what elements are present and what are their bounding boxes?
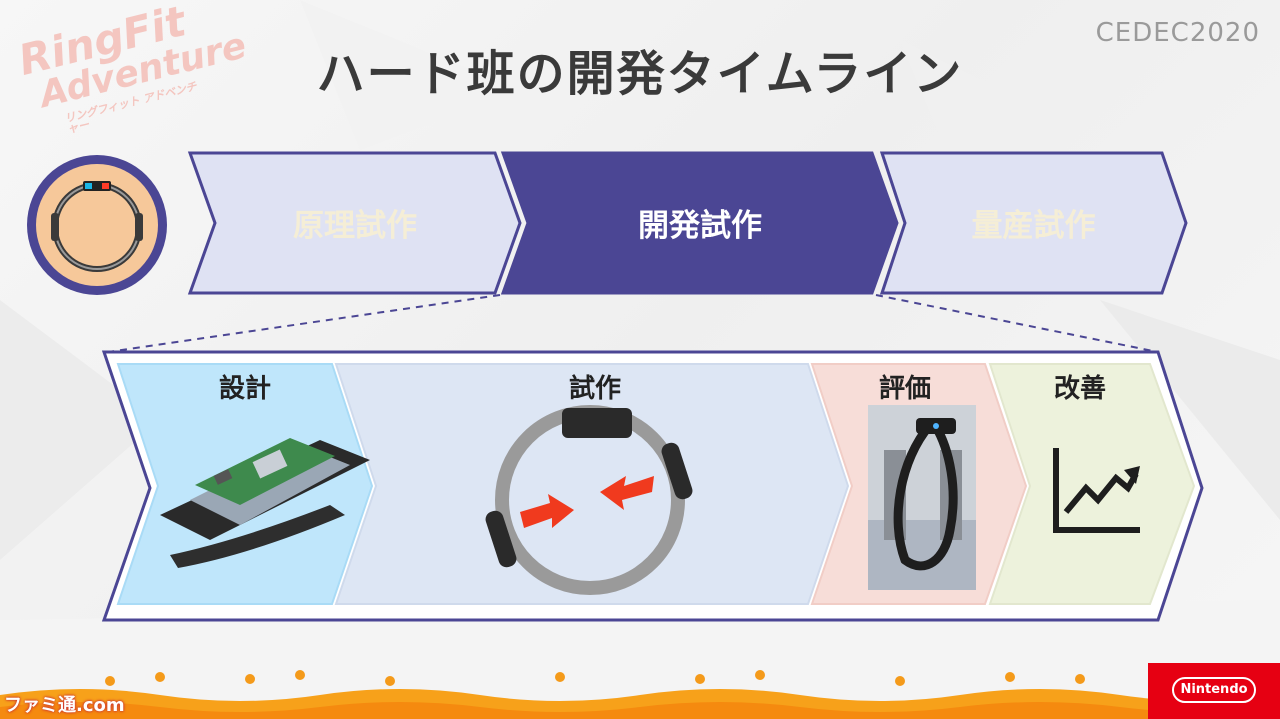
- step-chevron-improve: [988, 363, 1196, 605]
- famitsu-watermark: ファミ通.com: [4, 695, 125, 716]
- trend-up-chart-icon: [1053, 448, 1140, 533]
- cedec-logo: CEDEC2020: [1095, 18, 1260, 48]
- ring-con-photo-icon: [485, 405, 693, 595]
- slide-title: ハード班の開発タイムライン: [316, 46, 964, 102]
- phase-label-2: 開発試作: [638, 208, 762, 244]
- footer-grass-decoration: [0, 670, 1280, 719]
- nintendo-logo: Nintendo: [1148, 663, 1280, 719]
- step-label-design: 設計: [218, 374, 271, 404]
- phase-label-3: 量産試作: [971, 208, 1096, 244]
- step-label-prototype: 試作: [568, 374, 621, 404]
- nintendo-logo-text: Nintendo: [1172, 677, 1256, 703]
- arrow-left-icon: [600, 476, 654, 510]
- step-label-evaluate: 評価: [878, 374, 931, 404]
- ring-con-badge: [27, 155, 167, 295]
- phase-label-1: 原理試作: [293, 208, 417, 244]
- callout-line-left: [107, 294, 501, 353]
- ring-con-icon: [36, 164, 158, 286]
- arrow-right-icon: [520, 494, 574, 528]
- step-label-improve: 改善: [1053, 374, 1106, 404]
- step-chevron-prototype: [334, 363, 850, 605]
- phase-chevron-2: [500, 151, 899, 295]
- phase-chevron-1: [187, 151, 522, 295]
- callout-line-right: [875, 294, 1159, 353]
- test-rig-photo-icon: [868, 405, 976, 590]
- circuit-board-icon: [160, 438, 370, 568]
- phase-chevron-3: [879, 151, 1188, 295]
